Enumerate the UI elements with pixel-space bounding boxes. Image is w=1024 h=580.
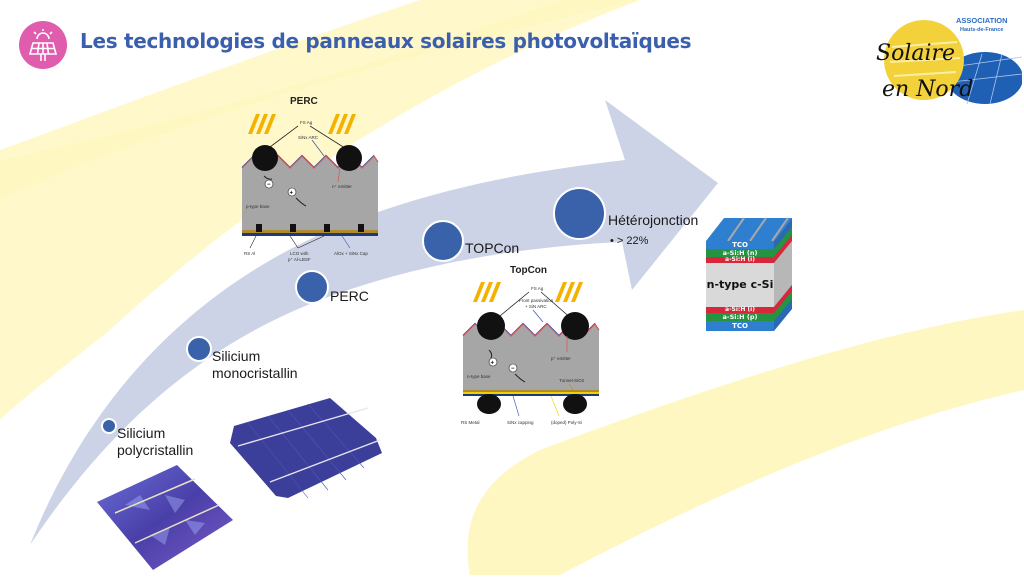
yellow-swoosh-left: [0, 0, 640, 420]
polycrystalline-cell-image: [95, 465, 235, 580]
topcon-label-passivation2: + SiN ARC: [525, 304, 547, 309]
topcon-label-fs-ag: FS Ag: [531, 286, 544, 291]
perc-label-arc: SiNx ARC: [298, 135, 319, 140]
svg-text:+: +: [290, 191, 294, 197]
step-label-heterojonction: Hétérojonction: [608, 212, 699, 228]
topcon-label-emitter: p⁺ emitter: [551, 356, 571, 361]
svg-text:−: −: [267, 182, 271, 188]
perc-label-fs-ag: FS Ag: [300, 120, 313, 125]
step-label-perc: PERC: [330, 288, 369, 304]
perc-label-emitter: n⁺ emitter: [332, 184, 352, 189]
topcon-label-base: n-type base: [467, 374, 491, 379]
perc-label-base: p-type base: [246, 204, 270, 209]
step-dot-perc: [295, 270, 329, 304]
step-dot-heterojonction: [553, 187, 606, 240]
page-title: Les technologies de panneaux solaires ph…: [80, 29, 692, 53]
step-label-line: polycristallin: [117, 442, 194, 458]
step-dot-topcon: [422, 220, 464, 262]
perc-label-lco: LCO with: [290, 251, 309, 256]
progress-arrow: [30, 100, 718, 545]
perc-label-rs: RS Al: [244, 251, 255, 256]
perc-diagram: − + FS Ag SiNx ARC n⁺ emitter p-type bas…: [236, 112, 386, 267]
step-label-line: monocristallin: [212, 365, 298, 381]
perc-label-cap: AlOx + SiNx Cap: [334, 251, 368, 256]
heterojunction-diagram: TCO a-Si:H (n) a-Si:H (i) n-type c-Si a-…: [706, 213, 806, 333]
hj-layer-tco-bottom: TCO: [706, 321, 774, 331]
topcon-label-tunnel: Tunnel-SiO2: [559, 378, 585, 383]
hj-layer-asih-i-top: a-Si:H (i): [706, 257, 774, 263]
hj-layer-asih-p: a-Si:H (p): [706, 313, 774, 321]
perc-diagram-title: PERC: [290, 96, 318, 107]
step-label-polycristallin: Silicium polycristallin: [117, 425, 193, 459]
step-label-monocristallin: Silicium monocristallin: [212, 348, 298, 382]
association-logo: Solaire en Nord ASSOCIATION Hauts-de-Fra…: [872, 12, 1023, 107]
hj-layer-asih-n: a-Si:H (n): [706, 249, 774, 257]
step-label-topcon: TOPCon: [465, 240, 520, 256]
topcon-label-rs: RS Metal: [461, 420, 480, 425]
svg-text:−: −: [511, 366, 515, 372]
step-label-line: Silicium: [212, 348, 261, 364]
logo-org: ASSOCIATION: [956, 16, 1008, 25]
topcon-label-passivation: Front passivation: [519, 298, 554, 303]
topcon-label-polysi: (doped) Poly-Si: [551, 420, 582, 425]
topcon-label-capping: SiNx capping: [507, 420, 534, 425]
step-dot-monocristallin: [186, 336, 212, 362]
solar-panel-icon: [19, 21, 67, 69]
step-label-line: Silicium: [117, 425, 166, 441]
logo-text-2: en Nord: [882, 77, 973, 102]
step-detail-heterojonction: • > 22%: [610, 235, 649, 247]
yellow-swoosh-bottom: [467, 310, 1024, 575]
hj-layer-asih-i-bottom: a-Si:H (i): [706, 307, 774, 313]
topcon-diagram-title: TopCon: [510, 265, 548, 276]
logo-text-1: Solaire: [876, 41, 955, 66]
monocrystalline-cell-image: [228, 398, 388, 505]
step-dot-polycristallin: [101, 418, 117, 434]
logo-region: Hauts-de-France: [960, 27, 1003, 33]
hj-layer-ntype-csi: n-type c-Si: [706, 263, 774, 307]
topcon-diagram: + − FS Ag Front passivation + SiN ARC p⁺…: [455, 280, 605, 435]
hj-layer-tco-top: TCO: [706, 241, 774, 249]
perc-label-lco2: p⁺ Al-LBSF: [288, 257, 311, 262]
svg-text:+: +: [491, 361, 495, 367]
